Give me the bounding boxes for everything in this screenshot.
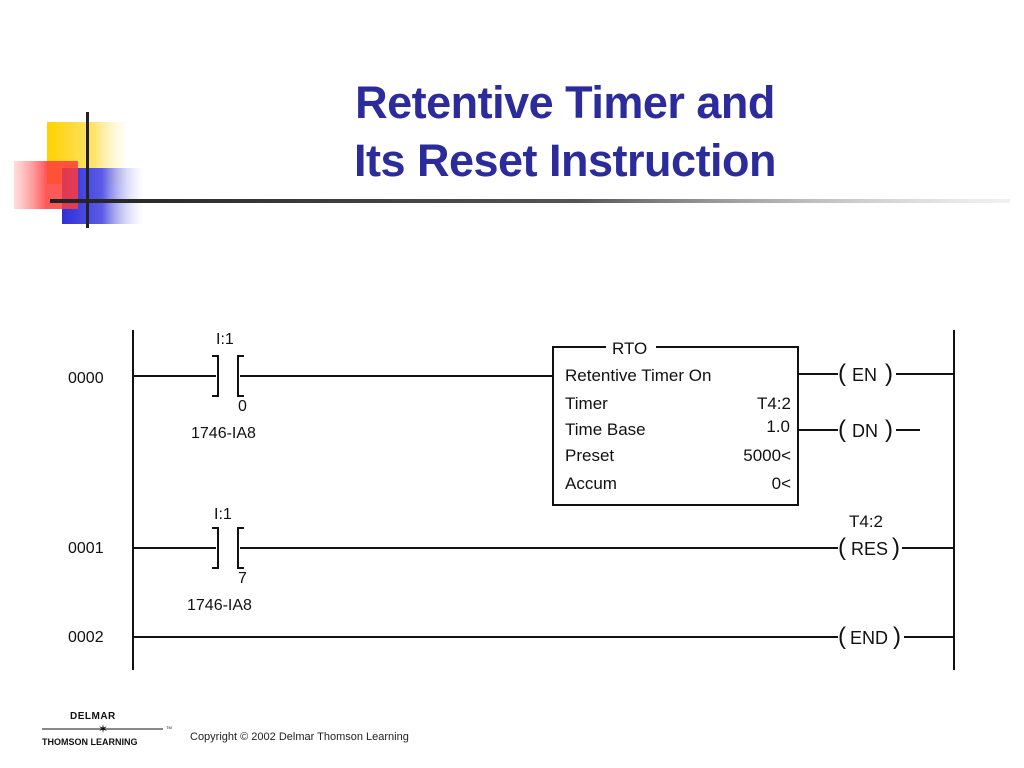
dn-coil-close: ) — [885, 416, 893, 443]
rung-number-0002: 0002 — [68, 629, 104, 646]
rung-0001-contact-bit: 7 — [238, 570, 247, 587]
rto-name: RTO — [612, 339, 647, 358]
rung-0000-contact-file: I:1 — [216, 331, 234, 348]
rto-field-timer-label: Timer — [565, 394, 608, 413]
res-address: T4:2 — [849, 512, 883, 531]
rto-field-timebase-label: Time Base — [565, 420, 646, 439]
deco-vertical-line — [86, 112, 89, 228]
rung-0000-contact-right — [237, 355, 244, 397]
en-coil-label: EN — [852, 365, 877, 385]
rung-number-0000: 0000 — [68, 370, 104, 387]
rto-field-timebase-value: 1.0 — [766, 417, 790, 436]
slide-title-line2: Its Reset Instruction — [353, 135, 777, 186]
rung-0001-contact-file: I:1 — [214, 506, 232, 523]
logo-bottom-text: THOMSON LEARNING — [42, 737, 138, 747]
copyright-text: Copyright © 2002 Delmar Thomson Learning — [190, 731, 409, 743]
star-icon: ✶ — [98, 722, 108, 736]
title-underline — [50, 199, 1010, 203]
res-coil-label: RES — [851, 539, 888, 559]
rto-field-accum-label: Accum — [565, 474, 617, 493]
rung-number-0001: 0001 — [68, 540, 104, 557]
rung-0000-contact-module: 1746-IA8 — [191, 425, 256, 442]
rung-0001-contact-right — [237, 527, 244, 569]
slide-title-line1: Retentive Timer and — [355, 77, 775, 128]
rung-0000-contact-left — [212, 355, 219, 397]
logo-tm: TM — [166, 725, 172, 730]
end-coil-label: END — [850, 628, 888, 648]
end-coil-open: ( — [838, 623, 846, 650]
delmar-thomson-logo: DELMAR ✶ THOMSON LEARNING TM — [42, 711, 172, 747]
en-coil-close: ) — [885, 360, 893, 387]
slide-decoration — [14, 112, 1010, 228]
rto-instruction-box — [552, 346, 799, 506]
end-coil-close: ) — [893, 623, 901, 650]
rung-0001-contact-module: 1746-IA8 — [187, 597, 252, 614]
en-coil-open: ( — [838, 360, 846, 387]
dn-coil-open: ( — [838, 416, 846, 443]
logo-top-text: DELMAR — [70, 711, 116, 722]
rto-field-timer-value: T4:2 — [757, 394, 791, 413]
dn-coil-label: DN — [852, 421, 878, 441]
rung-0000-contact-bit: 0 — [238, 398, 247, 415]
rto-field-preset-label: Preset — [565, 446, 614, 465]
res-coil-open: ( — [838, 534, 846, 561]
slide-title: Retentive Timer and Its Reset Instructio… — [300, 74, 830, 190]
rto-description: Retentive Timer On — [565, 366, 711, 385]
rto-field-preset-value: 5000< — [743, 446, 791, 465]
res-coil-close: ) — [892, 534, 900, 561]
rto-field-accum-value: 0< — [772, 474, 791, 493]
rung-0001-contact-left — [212, 527, 219, 569]
